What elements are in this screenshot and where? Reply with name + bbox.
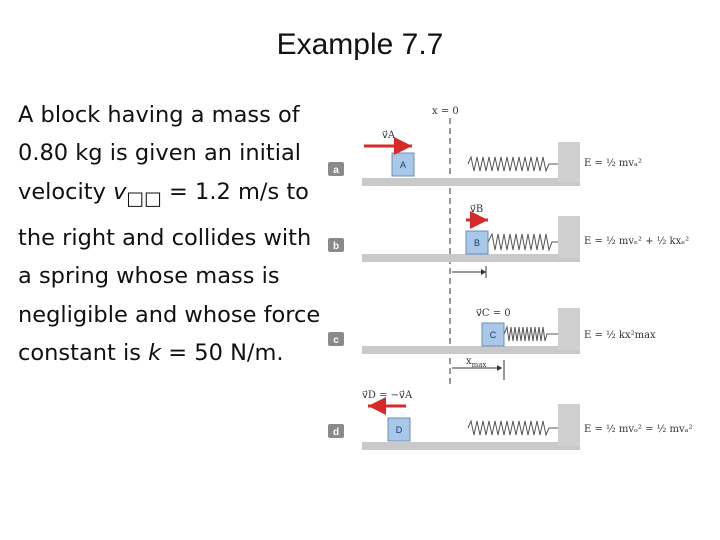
panel-d-tag-bg — [328, 424, 344, 438]
panel-b-block-label: B — [474, 238, 480, 248]
panel-c-wall — [558, 308, 580, 350]
panel-a-block-label: A — [400, 160, 406, 170]
panel-d-block — [387, 417, 411, 442]
spring-constant-symbol: k — [148, 339, 162, 366]
panel-d-velocity-label: v⃗D = −v⃗A — [362, 390, 413, 401]
panel-c: c C v⃗C = 0 xmax E = ½ kx²max — [328, 308, 656, 380]
panel-a-velocity-label: v⃗A — [382, 130, 396, 141]
panel-b-velocity-label: v⃗B — [470, 204, 483, 215]
panel-b-spring — [487, 232, 558, 252]
panel-d-spring — [467, 419, 558, 437]
panel-b: b B v⃗B E = ½ mvₑ² + ½ kxₑ² — [328, 204, 689, 278]
panel-a: a A v⃗A E = ½ mvₐ² — [328, 130, 642, 186]
slide-title: Example 7.7 — [276, 28, 444, 61]
panel-c-velocity-label: v⃗C = 0 — [476, 308, 511, 319]
panel-a-wall — [558, 142, 580, 182]
panel-b-energy: E = ½ mvₑ² + ½ kxₑ² — [584, 236, 689, 247]
panel-a-tag: a — [333, 165, 339, 176]
panel-b-block — [465, 230, 489, 255]
paragraph-text-1: A block having a mass of 0.80 kg is give… — [18, 102, 302, 205]
panel-d: d D v⃗D = −v⃗A E = ½ mvₒ² = ½ mvₐ² — [328, 390, 693, 450]
panel-b-tag-bg — [328, 238, 344, 252]
panel-c-block — [481, 322, 505, 347]
panel-b-tag: b — [333, 241, 339, 252]
panel-c-tag-bg — [328, 332, 344, 346]
panel-c-spring — [503, 325, 558, 342]
panel-c-tag: c — [333, 335, 339, 346]
panel-d-tag: d — [333, 427, 339, 438]
panel-b-surface — [362, 254, 580, 262]
panel-c-xmax-label: xmax — [466, 356, 486, 369]
panel-c-surface — [362, 346, 580, 354]
panel-d-energy: E = ½ mvₒ² = ½ mvₐ² — [584, 424, 693, 435]
paragraph-text-2: = 1.2 m/s to the right and collides with… — [18, 178, 321, 366]
panel-a-tag-bg — [328, 162, 344, 176]
panel-d-wall — [558, 404, 580, 446]
panel-b-wall — [558, 216, 580, 258]
panel-c-block-label: C — [490, 330, 497, 340]
problem-paragraph: A block having a mass of 0.80 kg is give… — [18, 96, 330, 372]
x-zero-label: x = 0 — [432, 106, 459, 117]
panel-a-spring — [467, 155, 558, 173]
panel-d-block-label: D — [396, 425, 403, 435]
panel-c-energy: E = ½ kx²max — [584, 330, 656, 341]
spring-collision-figure: x = 0 a A v⃗A E = ½ mvₐ² b B v⃗B E = ½ m… — [328, 106, 693, 450]
paragraph-text-3: = 50 N/m. — [161, 339, 284, 366]
velocity-subscript: □□ — [126, 188, 162, 210]
xmax-symbol: x — [466, 356, 472, 367]
panel-d-surface — [362, 442, 580, 450]
panel-a-surface — [362, 178, 580, 186]
xmax-subscript: max — [472, 361, 487, 369]
velocity-symbol: v — [113, 178, 127, 205]
panel-a-energy: E = ½ mvₐ² — [584, 158, 642, 169]
